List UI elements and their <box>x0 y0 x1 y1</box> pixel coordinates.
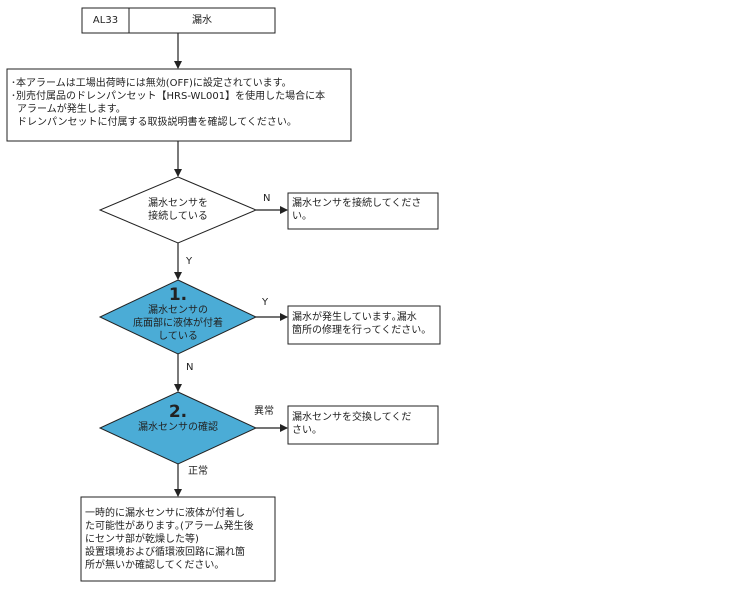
action0-line: 漏水センサを接続してくださ <box>292 198 422 209</box>
decision1-number: 1. <box>168 285 188 305</box>
final-line: 設置環境および循環液回路に漏れ箇 <box>85 547 245 558</box>
intro-line: アラームが発生します。 <box>17 104 126 115</box>
action-connect-sensor-box <box>287 192 439 230</box>
intro-box <box>6 68 352 142</box>
intro-line: ドレンパンセットに付属する取扱説明書を確認してください。 <box>17 117 297 128</box>
decision1-line: 底面部に液体が付着 <box>133 318 223 329</box>
intro-text: ･本アラームは工場出荷時には無効(OFF)に設定されています。 ･別売付属品のド… <box>11 77 349 129</box>
branch-label-normal: 正常 <box>188 466 208 477</box>
decision0-text: 漏水センサを 接続している <box>118 197 238 223</box>
decision1-line: している <box>158 331 198 342</box>
intro-line: ･本アラームは工場出荷時には無効(OFF)に設定されています。 <box>11 78 292 89</box>
decision1-line: 漏水センサの <box>148 305 208 316</box>
decision2-line: 漏水センサの確認 <box>138 422 218 433</box>
decision2-number: 2. <box>168 402 188 422</box>
final-box <box>80 496 276 582</box>
action2-text: 漏水センサを交換してくだ さい。 <box>292 411 436 437</box>
decision2-text: 2. 漏水センサの確認 <box>113 404 243 434</box>
alarm-code: AL33 <box>92 15 119 26</box>
alarm-title: 漏水 <box>192 15 212 26</box>
action2-line: 漏水センサを交換してくだ <box>292 412 412 423</box>
action-replace-sensor-box <box>287 405 439 445</box>
action1-line: 箇所の修理を行ってください。 <box>292 325 432 336</box>
intro-line: ･別売付属品のドレンパンセット【HRS-WL001】を使用した場合に本 <box>11 91 326 102</box>
final-text: 一時的に漏水センサに液体が付着し た可能性があります｡(アラーム発生後 にセンサ… <box>85 507 273 572</box>
branch-label-n: N <box>263 193 271 204</box>
branch-label-y: Y <box>186 256 193 267</box>
decision0-line: 接続している <box>148 211 208 222</box>
action0-line: い。 <box>292 211 312 222</box>
action-repair-leak-box <box>287 305 441 345</box>
action2-line: さい。 <box>292 425 322 436</box>
branch-label-abnormal: 異常 <box>254 406 274 417</box>
branch-label-n: N <box>186 362 194 373</box>
branch-label-y: Y <box>262 297 269 308</box>
final-line: にセンサ部が乾燥した等) <box>85 534 199 545</box>
final-line: 一時的に漏水センサに液体が付着し <box>85 508 245 519</box>
action0-text: 漏水センサを接続してくださ い。 <box>292 197 436 223</box>
action1-text: 漏水が発生しています｡漏水 箇所の修理を行ってください。 <box>292 311 438 337</box>
header-box <box>81 7 276 34</box>
decision1-text: 1. 漏水センサの 底面部に液体が付着 している <box>113 287 243 343</box>
decision0-line: 漏水センサを <box>148 198 208 209</box>
action1-line: 漏水が発生しています｡漏水 <box>292 312 417 323</box>
final-line: た可能性があります｡(アラーム発生後 <box>85 521 254 532</box>
final-line: 所が無いか確認してください。 <box>85 560 225 571</box>
